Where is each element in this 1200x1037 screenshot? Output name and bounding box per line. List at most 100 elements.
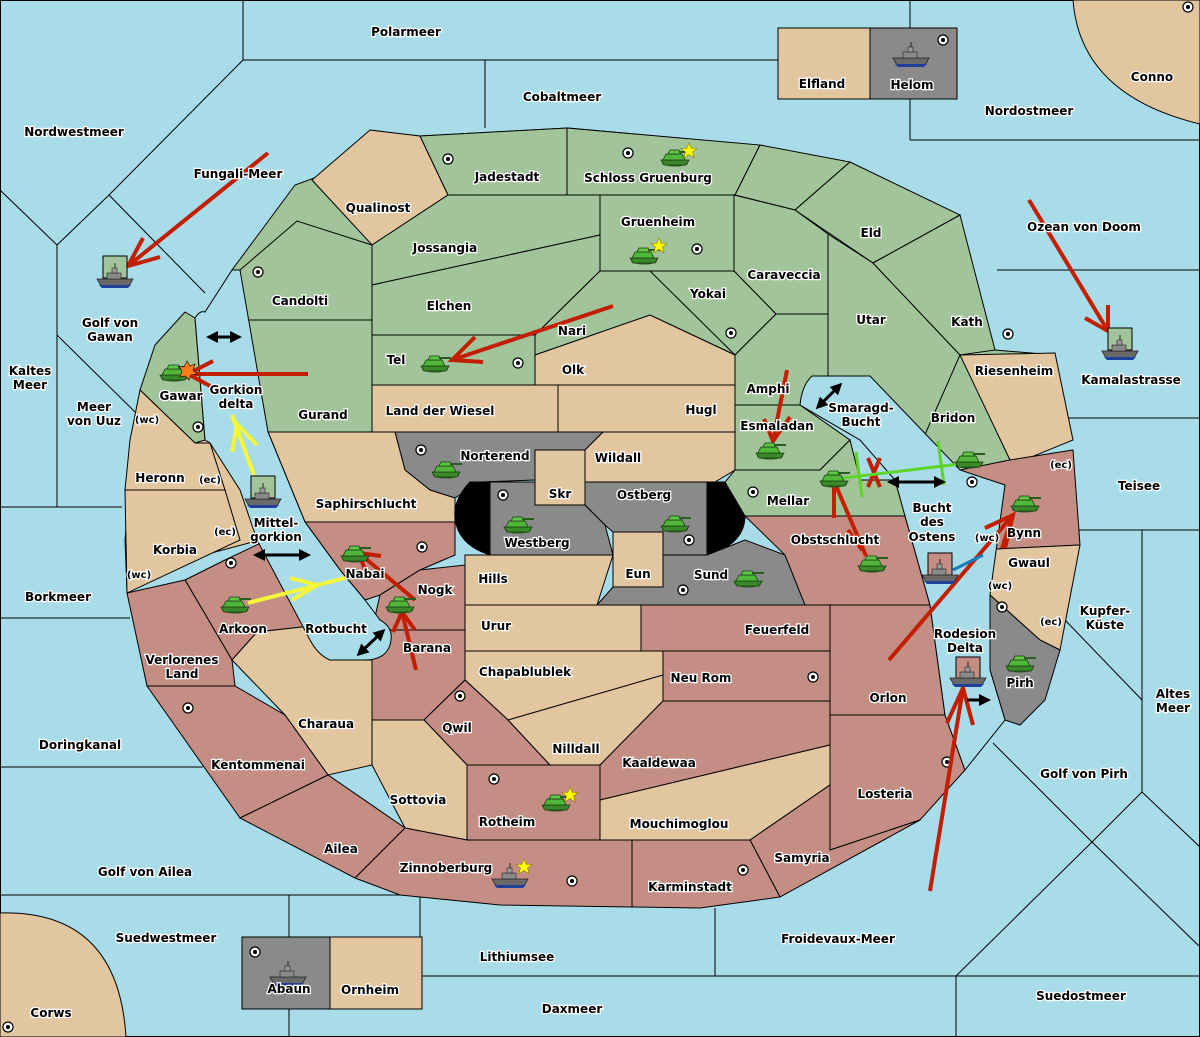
province-conno[interactable] (1072, 0, 1200, 125)
land-labels: Elfland Helom Conno Jadestadt Schloss Gr… (29, 69, 1174, 1022)
supply-center-icon (442, 153, 454, 165)
label-helom: Helom (890, 78, 933, 92)
label-mellar: Mellar (767, 494, 809, 508)
label-obstschlucht: Obstschlucht (791, 533, 880, 547)
label-suedwestmeer: Suedwestmeer (116, 931, 217, 945)
label-elfland: Elfland (799, 77, 845, 91)
province-kath[interactable] (872, 214, 996, 356)
label-samyria: Samyria (774, 851, 829, 865)
province-gruenheim[interactable] (599, 194, 735, 272)
cross-mark (846, 528, 864, 552)
label-wildall: Wildall (595, 451, 641, 465)
supply-center-icon (497, 489, 509, 501)
label-norterend: Norterend (460, 449, 529, 463)
label-eld: Eld (861, 226, 882, 240)
supply-center-icon (966, 476, 978, 488)
label-ailea: Ailea (324, 842, 358, 856)
province-elfland[interactable] (777, 27, 871, 100)
label-altes-meer: Meer (1156, 701, 1190, 715)
orders-yellow (230, 414, 346, 605)
coast-tag-wc: (wc) (988, 581, 1012, 592)
orders-black (206, 331, 991, 706)
arrow-head (289, 576, 323, 602)
label-fungali-meer: Fungali-Meer (194, 167, 283, 181)
order-arrow (771, 369, 789, 442)
province-karminstadt[interactable] (631, 839, 781, 909)
support-line (842, 461, 969, 480)
supply-center-icon (225, 557, 237, 569)
label-corws: Corws (30, 1006, 71, 1020)
label-hugl: Hugl (685, 403, 716, 417)
supply-center-icon (683, 534, 695, 546)
order-arrow (400, 611, 418, 671)
label-doringkanal: Doringkanal (39, 738, 121, 752)
province-neu-rom[interactable] (662, 650, 831, 702)
label-golf-von-ailea: Golf von Ailea (98, 865, 192, 879)
sea-gorkion-channel[interactable] (194, 269, 392, 661)
label-feuerfeld: Feuerfeld (745, 623, 810, 637)
label-smaragd-bucht: Smaragd- (828, 401, 893, 415)
label-suedostmeer: Suedostmeer (1036, 989, 1126, 1003)
label-zinnoberburg: Zinnoberburg (400, 861, 492, 875)
label-conno: Conno (1131, 70, 1173, 84)
coast-tag-ec: (ec) (1050, 460, 1072, 471)
order-arrow (126, 151, 270, 268)
label-qwil: Qwil (442, 721, 472, 735)
label-korbia: Korbia (153, 543, 197, 557)
label-nordwestmeer: Nordwestmeer (24, 125, 124, 139)
label-verlorenes-land: Land (166, 667, 199, 681)
label-jadestadt: Jadestadt (474, 170, 540, 184)
label-tel: Tel (387, 353, 406, 367)
label-barana: Barana (403, 641, 451, 655)
supply-center-icon (2, 1021, 14, 1033)
province-ornheim[interactable] (329, 936, 423, 1010)
province-kentommenai[interactable] (146, 685, 329, 819)
supply-center-icon (737, 864, 749, 876)
order-arrow (451, 304, 614, 362)
label-kaltes-meer: Meer (13, 378, 47, 392)
label-bucht-des-ostens: Ostens (909, 530, 956, 544)
label-gruenheim: Gruenheim (621, 215, 695, 229)
label-gorkion-delta: Gorkion (210, 383, 263, 397)
label-arkoon: Arkoon (219, 622, 267, 636)
arrow-head (230, 419, 259, 453)
label-smaragd-bucht: Bucht (841, 415, 880, 429)
province-korbia[interactable] (124, 489, 241, 594)
supply-center-icon (488, 773, 500, 785)
province-urur[interactable] (464, 604, 642, 652)
label-mittelgorkion: Mittel- (254, 516, 299, 530)
label-ozean-von-doom: Ozean von Doom (1027, 220, 1141, 234)
label-kaaldewaa: Kaaldewaa (622, 756, 696, 770)
orders-red (124, 151, 1110, 892)
label-meer-von-uuz: Meer (77, 400, 111, 414)
province-verlorenes-land[interactable] (126, 579, 236, 687)
label-daxmeer: Daxmeer (542, 1002, 603, 1016)
dislodged-icon (178, 360, 198, 381)
label-qualinost: Qualinost (346, 201, 411, 215)
order-arrow (928, 687, 965, 892)
label-mouchimoglou: Mouchimoglou (630, 817, 729, 831)
coast-tag-ec: (ec) (1040, 617, 1062, 628)
province-skr[interactable] (534, 449, 586, 506)
supply-center-icon (807, 671, 819, 683)
order-arrow (1027, 198, 1110, 333)
label-rodesion-delta: Rodesion (934, 627, 996, 641)
label-teisee: Teisee (1118, 479, 1160, 493)
label-golf-von-gawan: Gawan (87, 330, 133, 344)
label-neu-rom: Neu Rom (671, 671, 732, 685)
province-corws[interactable] (0, 912, 127, 1037)
label-amphi: Amphi (746, 382, 789, 396)
order-arrow (832, 480, 868, 557)
label-urur: Urur (481, 619, 511, 633)
supply-center-icon (725, 327, 737, 339)
label-heronn: Heronn (135, 471, 184, 485)
cross-mark (866, 457, 882, 488)
label-utar: Utar (856, 313, 886, 327)
supply-center-icon (415, 444, 427, 456)
label-kamalastrasse: Kamalastrasse (1081, 373, 1181, 387)
provinces (124, 127, 1081, 909)
label-yokai: Yokai (689, 287, 726, 301)
coast-tag-ec: (ec) (214, 527, 236, 538)
label-elchen: Elchen (427, 299, 472, 313)
